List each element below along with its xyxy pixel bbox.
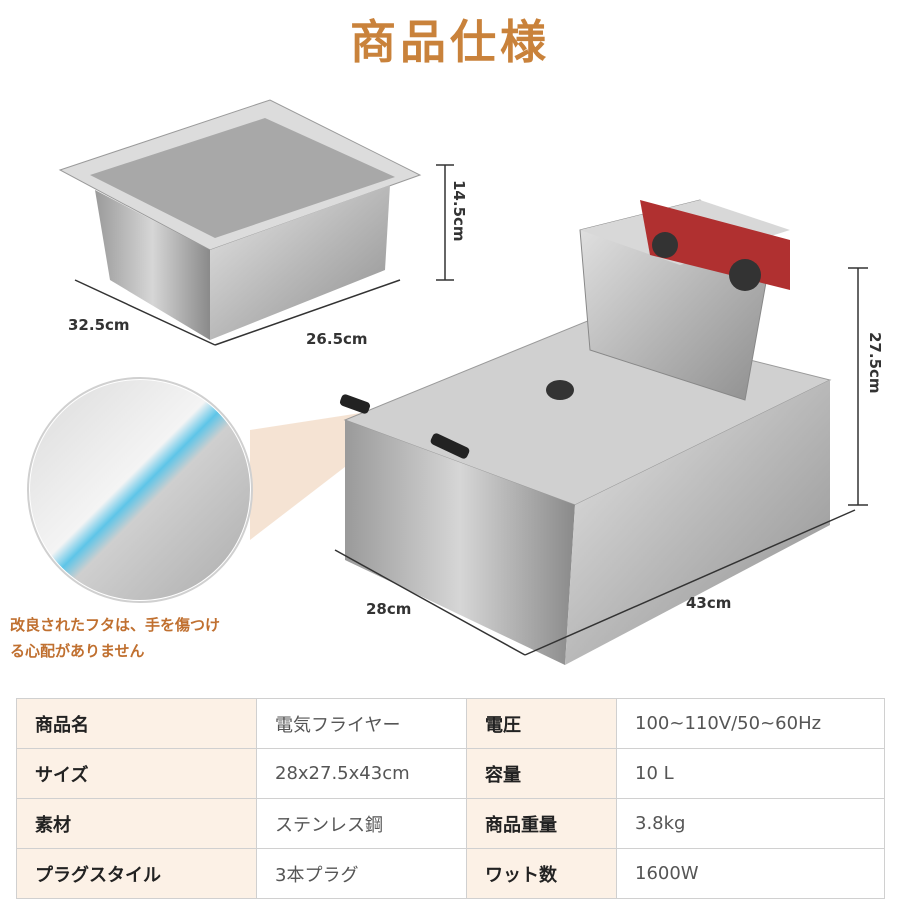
- lid-caption: 改良されたフタは、手を傷つけ る心配がありません: [10, 612, 310, 664]
- spec-value: 電気フライヤー: [256, 698, 467, 749]
- spec-value: 100~110V/50~60Hz: [616, 698, 885, 749]
- basket-height-label: 14.5cm: [450, 180, 468, 242]
- spec-label: 電圧: [466, 698, 617, 749]
- spec-label: 容量: [466, 748, 617, 799]
- page-title: 商品仕様: [350, 15, 550, 69]
- spec-value: 3本プラグ: [256, 848, 467, 899]
- lid-caption-line-1: 改良されたフタは、手を傷つけ: [10, 616, 221, 634]
- spec-value: ステンレス鋼: [256, 798, 467, 849]
- spec-value: 10 L: [616, 748, 885, 799]
- spec-label: ワット数: [466, 848, 617, 899]
- spec-value: 1600W: [616, 848, 885, 899]
- fryer-depth-label: 28cm: [366, 600, 412, 618]
- table-row: サイズ 28x27.5x43cm 容量 10 L: [16, 748, 885, 799]
- fryer-width-label: 43cm: [686, 594, 732, 612]
- basket-depth-label: 26.5cm: [306, 330, 368, 348]
- spec-label: サイズ: [16, 748, 257, 799]
- fryer-height-label: 27.5cm: [866, 332, 884, 394]
- lid-caption-line-2: る心配がありません: [10, 642, 145, 660]
- fryer-body: [339, 199, 832, 665]
- fry-basket: [58, 99, 422, 340]
- spec-label: 素材: [16, 798, 257, 849]
- basket-depth-line: [214, 279, 401, 346]
- spec-label: 商品重量: [466, 798, 617, 849]
- table-row: 商品名 電気フライヤー 電圧 100~110V/50~60Hz: [16, 698, 885, 749]
- spec-value: 28x27.5x43cm: [256, 748, 467, 799]
- table-row: プラグスタイル 3本プラグ ワット数 1600W: [16, 848, 885, 899]
- spec-label: 商品名: [16, 698, 257, 749]
- spec-table: 商品名 電気フライヤー 電圧 100~110V/50~60Hz サイズ 28x2…: [16, 698, 885, 899]
- basket-width-label: 32.5cm: [68, 316, 130, 334]
- fryer-depth-line: [334, 549, 526, 656]
- lid-detail-zoom: [27, 377, 380, 603]
- spec-value: 3.8kg: [616, 798, 885, 849]
- product-illustration: [27, 99, 868, 665]
- basket-width-line: [74, 279, 216, 346]
- table-row: 素材 ステンレス鋼 商品重量 3.8kg: [16, 798, 885, 849]
- fryer-width-line: [524, 509, 856, 656]
- spec-label: プラグスタイル: [16, 848, 257, 899]
